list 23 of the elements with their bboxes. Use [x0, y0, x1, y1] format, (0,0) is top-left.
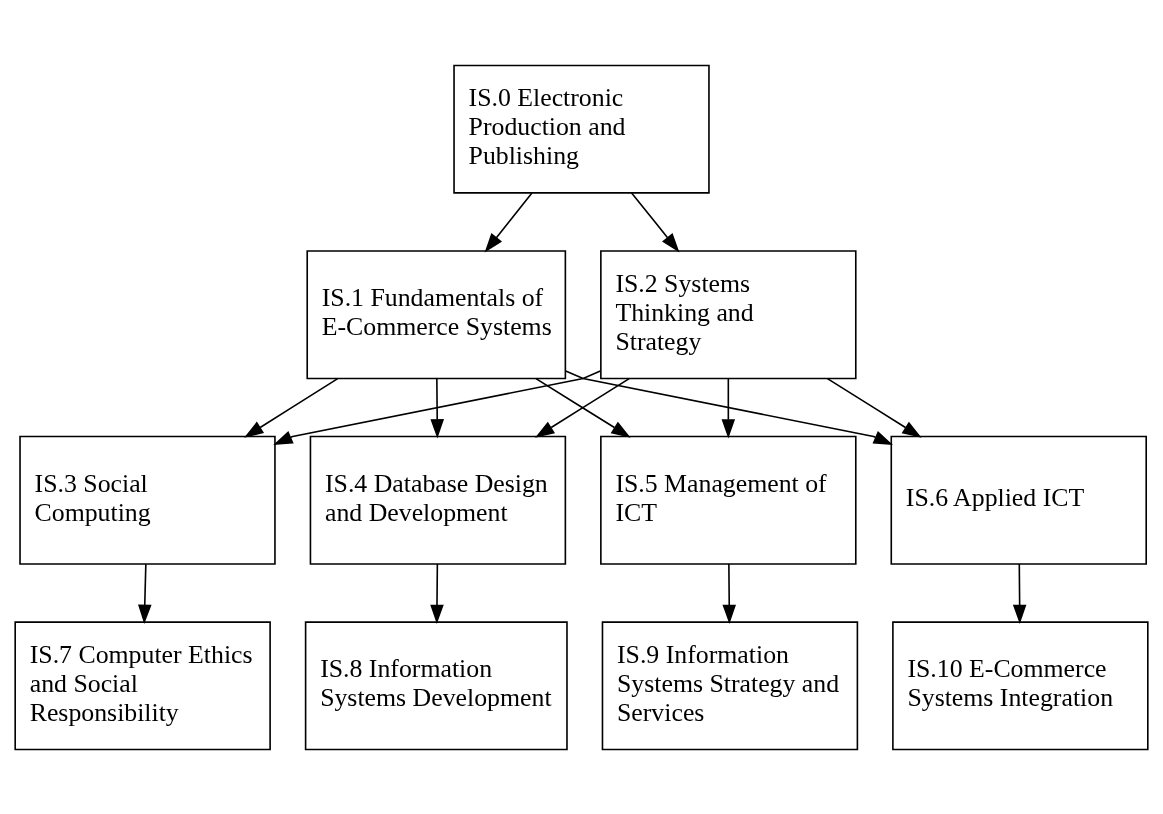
- node-box: IS.2 Systems Thinking and Strategy: [600, 249, 857, 379]
- node-box: IS.4 Database Design and Development: [309, 435, 567, 565]
- node-box: IS.9 Information Systems Strategy and Services: [601, 620, 859, 750]
- arrow: [430, 562, 444, 624]
- node-box: IS.8 Information Systems Development: [304, 620, 568, 750]
- arrow: [138, 562, 152, 624]
- node-box: IS.7 Computer Ethics and Social Responsibility: [14, 620, 271, 750]
- arrow: [630, 191, 680, 252]
- arrow: [826, 377, 922, 438]
- arrow: [1012, 562, 1027, 624]
- node-box: IS.1 Fundamentals of E-Commerce Systems: [306, 249, 567, 379]
- arrow: [430, 377, 444, 439]
- arrow: [564, 369, 893, 445]
- arrow: [722, 562, 736, 624]
- arrow: [484, 191, 533, 252]
- node-box: IS.5 Management of ICT: [600, 435, 857, 565]
- node-box: IS.10 E-Commerce Systems Integration: [892, 620, 1149, 750]
- node-box: IS.6 Applied ICT: [890, 435, 1147, 565]
- node-box: IS.0 Electronic Production and Publishing: [453, 64, 710, 194]
- node-box: IS.3 Social Computing: [19, 435, 276, 565]
- arrow: [273, 369, 602, 445]
- arrow: [244, 377, 339, 438]
- arrow: [721, 377, 736, 439]
